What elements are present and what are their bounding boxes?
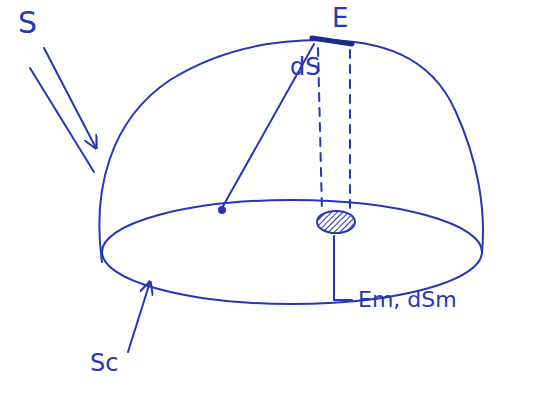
- projected-element: [317, 211, 355, 233]
- field-label: E: [332, 4, 348, 33]
- pointer-line: [30, 68, 94, 172]
- projection-line: [349, 50, 351, 212]
- surface-label: S: [18, 6, 37, 39]
- leader-line: [334, 236, 352, 300]
- base-label: Sc: [90, 350, 118, 376]
- projection-label: Em, dSm: [358, 288, 457, 312]
- element-label: dS: [290, 54, 320, 80]
- pointer-arrow: [128, 282, 150, 352]
- centre-dot: [219, 207, 225, 213]
- dome-surface: [99, 40, 483, 262]
- surface-element: [312, 38, 352, 44]
